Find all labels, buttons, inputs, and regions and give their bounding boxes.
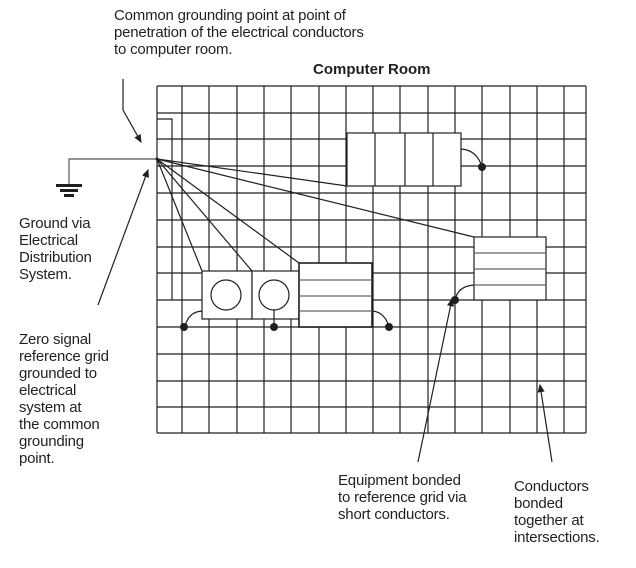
- bond-point: [451, 296, 459, 304]
- label-equipment-bonded: Equipment bonded to reference grid via s…: [338, 472, 467, 523]
- equipment-disk-unit: [251, 270, 300, 327]
- ground-conductor: [68, 158, 157, 184]
- conductor-line: [156, 158, 253, 272]
- callout-arrow-common-point: [122, 79, 142, 144]
- equipment-rack-right: [454, 236, 547, 301]
- bond-point: [385, 323, 393, 331]
- conductor-line: [156, 158, 348, 187]
- conductor-line: [156, 158, 203, 272]
- diagram-title: Computer Room: [313, 61, 431, 78]
- label-conductors-bonded: Conductors bonded together at intersecti…: [514, 478, 600, 546]
- ground-symbol-icon: [56, 184, 82, 197]
- callout-arrow-equipment: [417, 297, 455, 463]
- callout-arrow-conductors: [537, 383, 553, 463]
- common-grounding-point: [155, 157, 159, 161]
- conductor-line: [156, 158, 475, 238]
- equipment-disk-unit: [184, 270, 253, 328]
- conductor-line: [156, 158, 300, 264]
- equipment-cabinet-top: [346, 132, 483, 187]
- entry-conductor: [157, 118, 173, 300]
- equipment-rack-center: [298, 262, 390, 328]
- bond-point: [180, 323, 188, 331]
- label-common-grounding-point: Common grounding point at point of penet…: [114, 7, 364, 58]
- label-zero-signal-grid: Zero signal reference grid grounded to e…: [19, 331, 109, 467]
- bond-point: [270, 323, 278, 331]
- callout-arrow-zero-signal: [97, 168, 149, 306]
- label-ground-via-distribution: Ground via Electrical Distribution Syste…: [19, 215, 92, 283]
- bond-point: [478, 163, 486, 171]
